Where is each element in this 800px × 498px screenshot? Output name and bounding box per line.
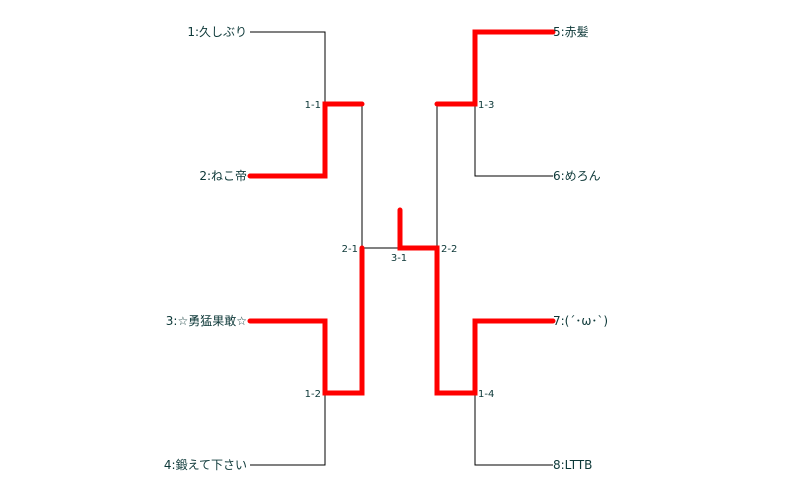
- line-player-6: [474, 104, 553, 177]
- win-path-player-7: [397, 207, 556, 396]
- match-label-2-1: 2-1: [342, 244, 358, 255]
- line-player-4: [250, 393, 326, 466]
- win-path-player-5: [434, 29, 556, 107]
- match-label-1-3: 1-3: [478, 100, 494, 111]
- bracket-lines: [250, 31, 553, 466]
- player-5-name: 5:赤髪: [553, 25, 589, 39]
- match-label-2-2: 2-2: [441, 244, 457, 255]
- player-2-name: 2:ねこ帝: [199, 168, 247, 183]
- line-player-8: [474, 393, 553, 466]
- player-8-name: 8:LTTB: [553, 458, 592, 472]
- match-label-3-1: 3-1: [391, 253, 407, 264]
- win-path-player-2: [247, 101, 365, 179]
- player-7-name: 7:(´･ω･`): [553, 314, 608, 328]
- match-label-1-1: 1-1: [305, 100, 321, 111]
- win-path-player-3: [247, 245, 365, 396]
- match-label-1-2: 1-2: [305, 389, 321, 400]
- player-3-name: 3:☆勇猛果敢☆: [166, 314, 247, 328]
- match-label-1-4: 1-4: [478, 389, 494, 400]
- player-1-name: 1:久しぶり: [187, 25, 247, 39]
- line-player-1: [250, 31, 326, 104]
- player-4-name: 4:鍛えて下さい: [164, 458, 247, 472]
- player-6-name: 6:めろん: [553, 169, 601, 183]
- winner-lines: [247, 29, 556, 396]
